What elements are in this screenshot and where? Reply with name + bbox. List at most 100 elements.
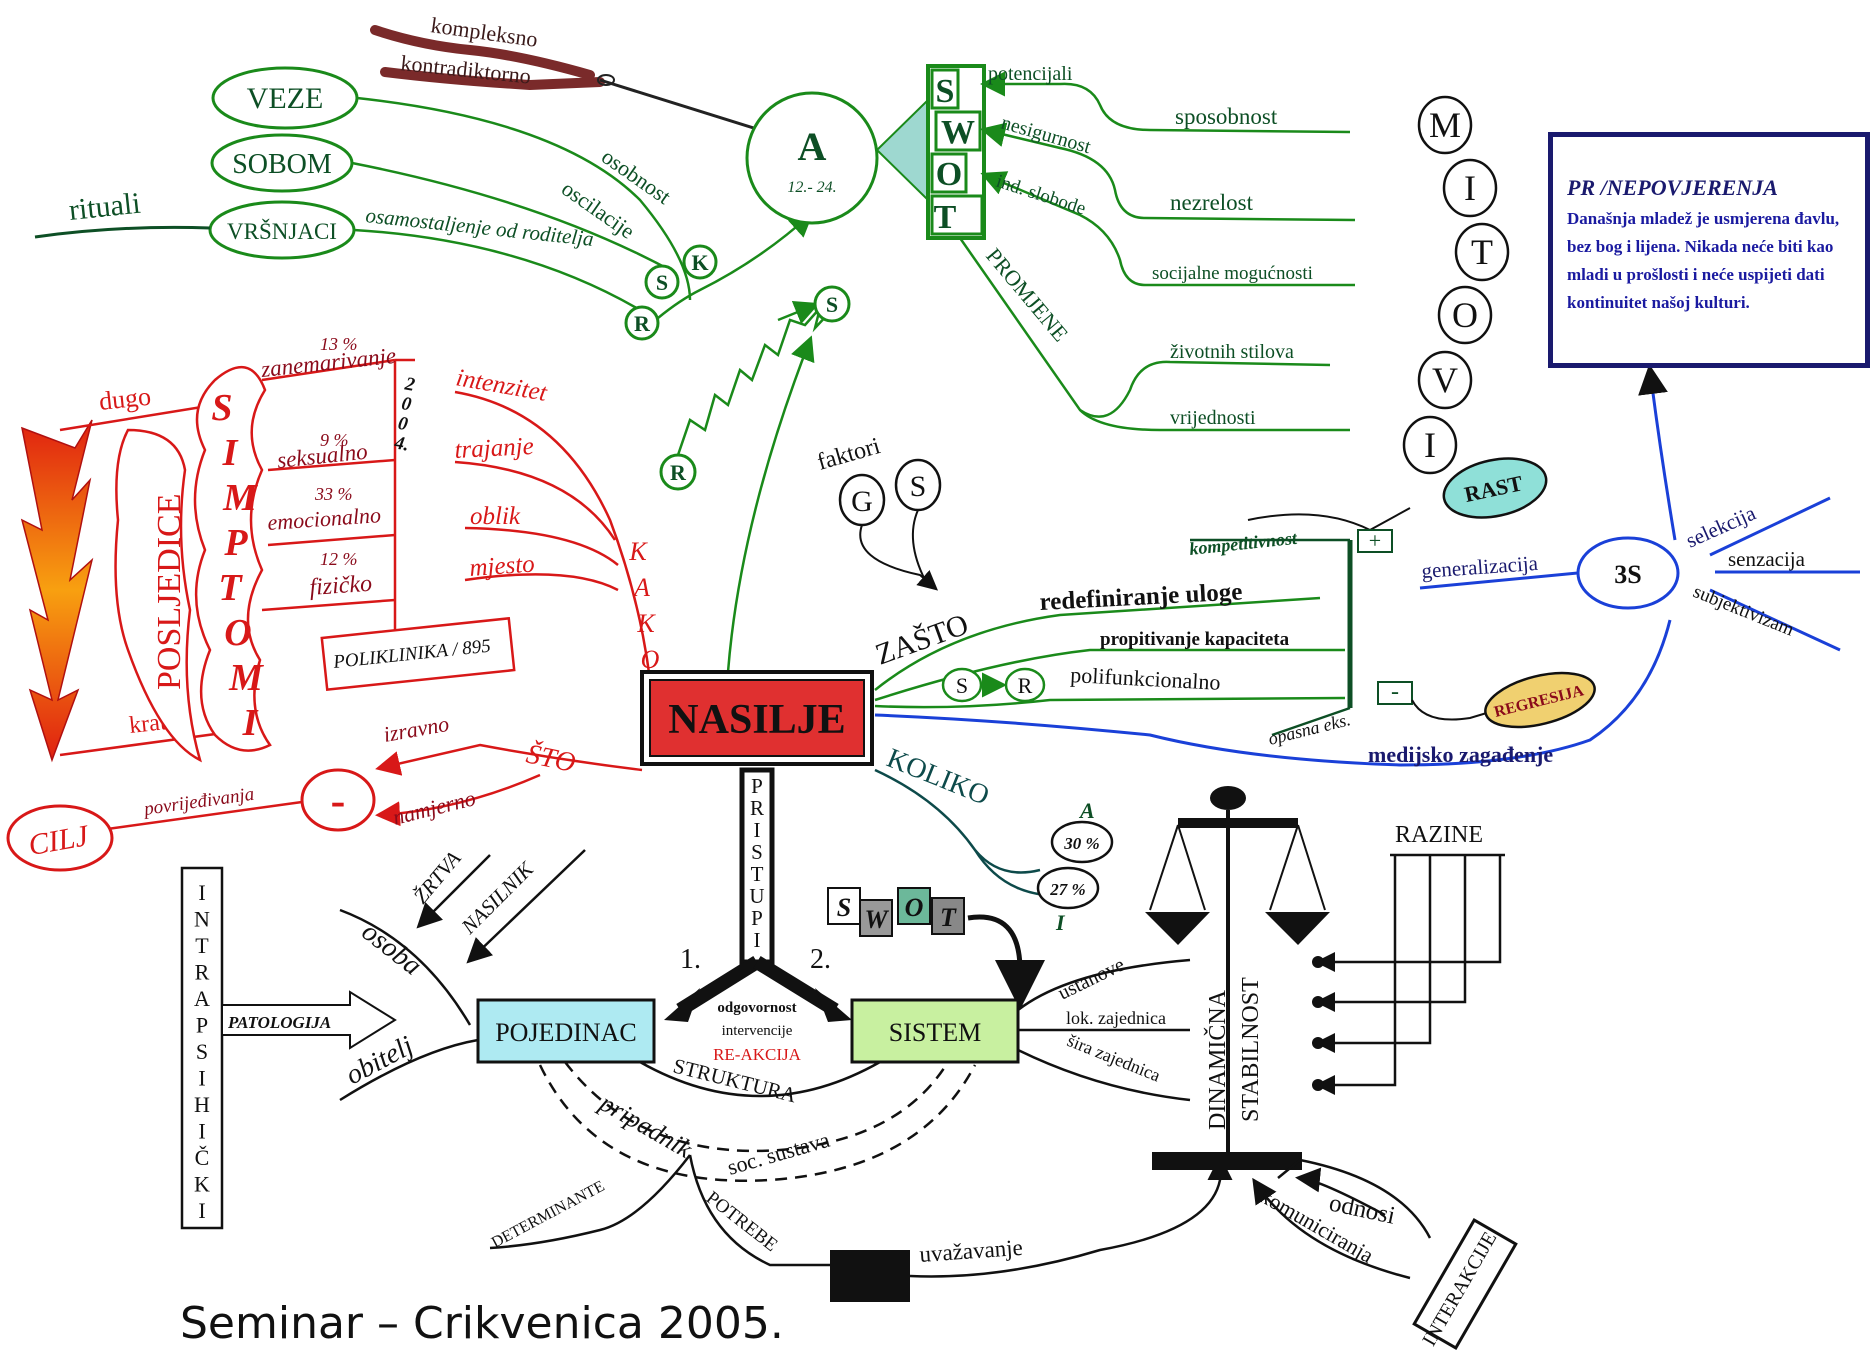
nasilje-node[interactable]: NASILJE: [640, 670, 874, 766]
obitelj-arc: [339, 1038, 479, 1102]
veze-label: VEZE: [247, 82, 324, 115]
p12-label: 12 %: [320, 549, 358, 569]
razine-lead-2: [1315, 855, 1467, 1012]
emocionalno-line: [267, 533, 396, 547]
p27-label: 27 %: [1049, 880, 1085, 899]
s-circle: [644, 264, 680, 300]
zrtva-label: ŽRTVA: [408, 846, 465, 908]
poliklinika-box: [320, 616, 516, 692]
intenzitet-label: intenzitet: [454, 364, 550, 407]
stabilnost-label: STABILNOST: [1238, 977, 1264, 1122]
kako-letter: A: [632, 573, 650, 602]
pripadnik-arc-outer: [538, 1064, 977, 1182]
propitivanje-label: propitivanje kapaciteta: [1100, 629, 1290, 650]
razine-dot-3: [1312, 1037, 1324, 1049]
a-circle-letter: A: [798, 124, 827, 169]
reakcija-label: RE-AKCIJA: [713, 1045, 802, 1064]
koliko-label: KOLIKO: [882, 743, 993, 812]
seksualno-label: seksualno: [276, 439, 369, 473]
zasto-r-circle: [1004, 667, 1046, 703]
intrapsihicki-box: [180, 866, 224, 1230]
zigzag-arrow: [777, 300, 820, 325]
promjene-branch: [958, 237, 1331, 418]
intrapsihicki-letter: I: [198, 880, 205, 905]
subjektivizam-line: [1709, 588, 1841, 652]
pripadnik-label: pripadnik: [593, 1087, 697, 1164]
mitovi-letter: V: [1432, 360, 1458, 400]
swot-wedge: [875, 97, 929, 203]
medijsko-label: medijsko zagađenje: [1368, 742, 1553, 767]
p27-ellipse: [1036, 866, 1100, 910]
mitovi-letter: I: [1424, 425, 1436, 465]
polifunkcionalno-label: polifunkcionalno: [1070, 662, 1221, 695]
trajanje-label: trajanje: [454, 433, 534, 464]
intrapsihicki-letter: S: [196, 1039, 208, 1064]
sistem-node[interactable]: SISTEM: [850, 998, 1020, 1064]
rituali-branch: [34, 225, 211, 239]
minus-sign: -: [331, 776, 346, 825]
a-circle-group: A 12.- 24.: [745, 91, 929, 225]
subjektivizam-label: subjektivizam: [1690, 581, 1797, 640]
emocionalno-label: emocionalno: [267, 502, 382, 535]
razine-lead-3: [1315, 855, 1432, 1053]
intrapsihicki-letter: N: [194, 907, 210, 932]
sto-cluster: izravno namjerno ŠTO - povrijeđivanja CI…: [6, 711, 643, 872]
pojedinac-node[interactable]: POJEDINAC: [476, 998, 656, 1064]
struktura-arc: [639, 1060, 881, 1098]
polifunkcionalno-branch: [874, 696, 1346, 709]
propitivanje-branch: [874, 648, 1345, 702]
mjesto-label: mjesto: [469, 550, 536, 581]
zasto-r-letter: R: [1018, 673, 1033, 698]
swot-t-box: [930, 194, 984, 236]
scale-beam: [1178, 818, 1298, 828]
thread-strand-bottom: [380, 67, 605, 91]
namjerno-arrow: [375, 773, 541, 827]
patologija-arrow: [221, 990, 397, 1050]
p9-label: 9 %: [320, 430, 349, 450]
kompetitivnost-label: kompetitivnost: [1188, 528, 1298, 559]
lok-label: lok. zajednica: [1066, 1008, 1166, 1028]
uvazavanje-label: uvažavanje: [919, 1235, 1024, 1267]
zigzag-s-circle: [813, 285, 851, 323]
seksualno-line: [267, 458, 396, 472]
intrapsihicki-letter: P: [196, 1013, 208, 1038]
mitovi-circle: [1454, 222, 1510, 282]
intrapsihicki-letter: T: [195, 933, 209, 958]
kako-letter: O: [641, 645, 660, 674]
swot-small-letter: T: [940, 903, 957, 932]
mitovi-circle: [1437, 285, 1493, 345]
zigzag-s-letter: S: [826, 292, 838, 317]
interakcije-box: [1412, 1217, 1518, 1351]
swot-to-sistem-arrow: [967, 914, 1045, 1010]
fizicko-label: fizičko: [309, 571, 373, 601]
simptomi-letter: T: [218, 567, 243, 609]
swot-s-box: [930, 68, 960, 110]
intenzitet-branch: [454, 390, 652, 681]
mitovi-letter: M: [1429, 105, 1461, 145]
simptomi-letter: S: [211, 387, 232, 429]
pr-text: Današnja mladež je usmjerena đavlu, bez …: [1567, 209, 1840, 312]
vrsnjaci-label: VRŠNJACI: [227, 218, 337, 244]
footer-caption: Seminar – Crikvenica 2005.: [180, 1298, 784, 1349]
intrapsihicki-letter: A: [194, 986, 210, 1011]
posljedice-shape: [114, 428, 202, 763]
razine-lead-1: [1315, 855, 1502, 972]
intrapsihicki-letter: K: [194, 1172, 210, 1197]
year-label: 2004.: [392, 373, 421, 455]
nasilnik-arrow: [466, 849, 586, 964]
osoba-label: osoba: [356, 916, 428, 982]
pristupi-letter: P: [751, 774, 763, 798]
redefiniranje-branch: [874, 596, 1321, 691]
simptomi-letter: M: [222, 477, 258, 519]
pristupi-letter: I: [754, 928, 761, 952]
simptomi-letter: O: [224, 612, 251, 654]
kako-letter: K: [628, 537, 648, 566]
rast-connector: [1247, 507, 1411, 532]
minus-box: [1377, 681, 1413, 705]
zigzag-line: [676, 307, 831, 456]
izravno-arrow: [375, 743, 643, 776]
pristupi-letter: S: [751, 840, 763, 864]
